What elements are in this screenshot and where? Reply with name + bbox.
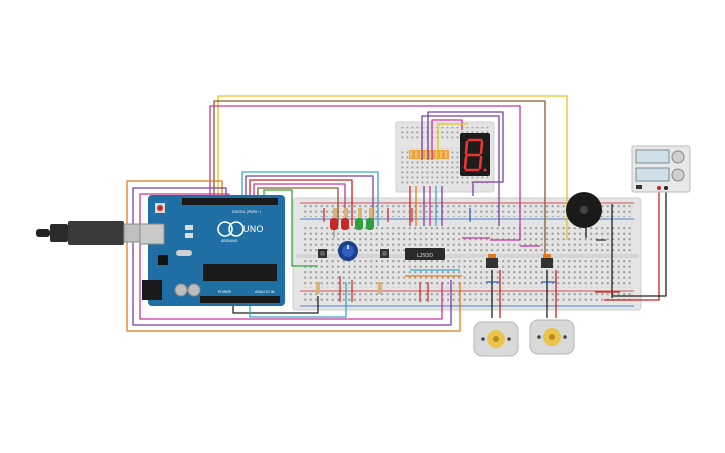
wire-purple-outer [132, 187, 452, 326]
motor-driver-ic[interactable]: L293D [405, 248, 445, 260]
transistor-2[interactable] [541, 254, 553, 268]
wire-seg-purple [421, 115, 500, 226]
push-button-1[interactable] [318, 249, 327, 258]
wire-magenta [209, 105, 521, 241]
wire-cyan-top [241, 171, 379, 226]
wire-orange-outer [126, 180, 461, 332]
digital-header [182, 198, 278, 205]
wire-brown [213, 100, 546, 262]
usb-jack [139, 223, 165, 245]
wire-red-top [249, 179, 353, 226]
piezo-buzzer[interactable] [566, 192, 602, 228]
power-supply[interactable] [631, 145, 691, 193]
wire-seg-magenta [431, 119, 463, 160]
resistors-top [333, 208, 373, 218]
wire-ps-red [604, 190, 660, 301]
power-jack [142, 280, 162, 300]
power-analog-header [200, 296, 280, 303]
digital-header-label: DIGITAL (PWM~) [232, 210, 262, 214]
dc-motor-1[interactable] [473, 321, 519, 357]
wire-magenta-top [253, 183, 346, 226]
usb-cable [36, 221, 155, 245]
dc-motor-2[interactable] [529, 319, 575, 355]
led-green-2[interactable] [366, 218, 374, 230]
breadboard-jumpers [323, 208, 620, 302]
board-brand: ARDUINO [221, 239, 238, 243]
wire-purple-top [245, 175, 374, 226]
wire-seg-purple-2 [427, 111, 504, 196]
atmega-chip [203, 264, 277, 281]
decimal-point [483, 168, 487, 172]
ic-label: L293D [417, 253, 433, 259]
arduino-logo [217, 221, 244, 237]
led-red-1[interactable] [330, 218, 338, 238]
arduino-uno[interactable]: UNO ARDUINO DIGITAL (PWM~) POWER ANALOG … [139, 195, 285, 306]
power-header-label: POWER [218, 290, 232, 294]
transistor-1[interactable] [486, 254, 498, 268]
push-button-2[interactable] [380, 249, 389, 258]
segment-digit [463, 138, 484, 172]
led-green-1[interactable] [355, 218, 363, 230]
wire-ps-black [612, 190, 667, 297]
resistors-bottom [316, 282, 382, 294]
potentiometer[interactable] [338, 241, 358, 261]
wire-seg-yellow [437, 123, 468, 160]
board-model: UNO [243, 225, 263, 235]
led-red-2[interactable] [341, 218, 349, 230]
wire-yellow [217, 95, 568, 240]
wire-green-pot [263, 189, 318, 267]
analog-header-label: ANALOG IN [255, 290, 275, 294]
seven-segment-display[interactable] [460, 133, 490, 176]
